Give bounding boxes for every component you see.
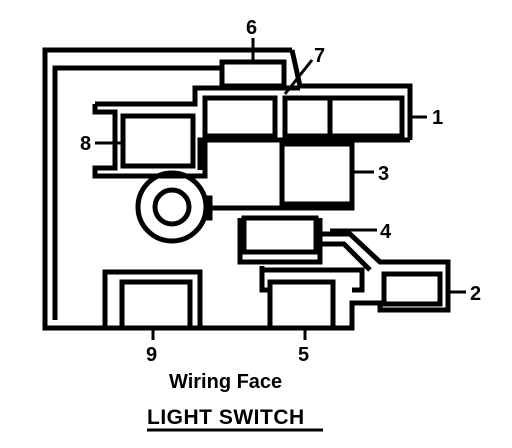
- terminal-4-contact: [237, 215, 323, 265]
- switch-housing: [42, 47, 413, 331]
- terminal-labels: 1 2 3 4 5 6 7 8 9: [80, 17, 481, 366]
- top-contact-row: [95, 85, 410, 170]
- terminal-label-8: 8: [80, 133, 91, 155]
- diagonal-strap: [259, 231, 451, 313]
- diagram-title: LIGHT SWITCH: [147, 406, 305, 429]
- terminal-label-3: 3: [378, 163, 389, 185]
- terminal-label-7: 7: [314, 45, 325, 67]
- terminal-label-4: 4: [380, 221, 392, 243]
- terminal-label-5: 5: [298, 344, 309, 366]
- round-lug: [135, 170, 213, 244]
- terminal-9-contact: [102, 269, 203, 331]
- terminal-label-6: 6: [246, 17, 257, 39]
- terminal-2-contact: [381, 271, 443, 307]
- terminal-8-contact: [92, 104, 208, 179]
- diagram-caption: Wiring Face: [169, 371, 282, 393]
- terminal-3-contact: [210, 141, 355, 211]
- terminal-5-contact: [259, 270, 336, 331]
- terminal-label-2: 2: [470, 283, 481, 305]
- leader-7: [283, 59, 314, 95]
- callout-leaders: [95, 38, 466, 340]
- terminal-label-9: 9: [146, 344, 157, 366]
- terminal-label-1: 1: [432, 107, 443, 129]
